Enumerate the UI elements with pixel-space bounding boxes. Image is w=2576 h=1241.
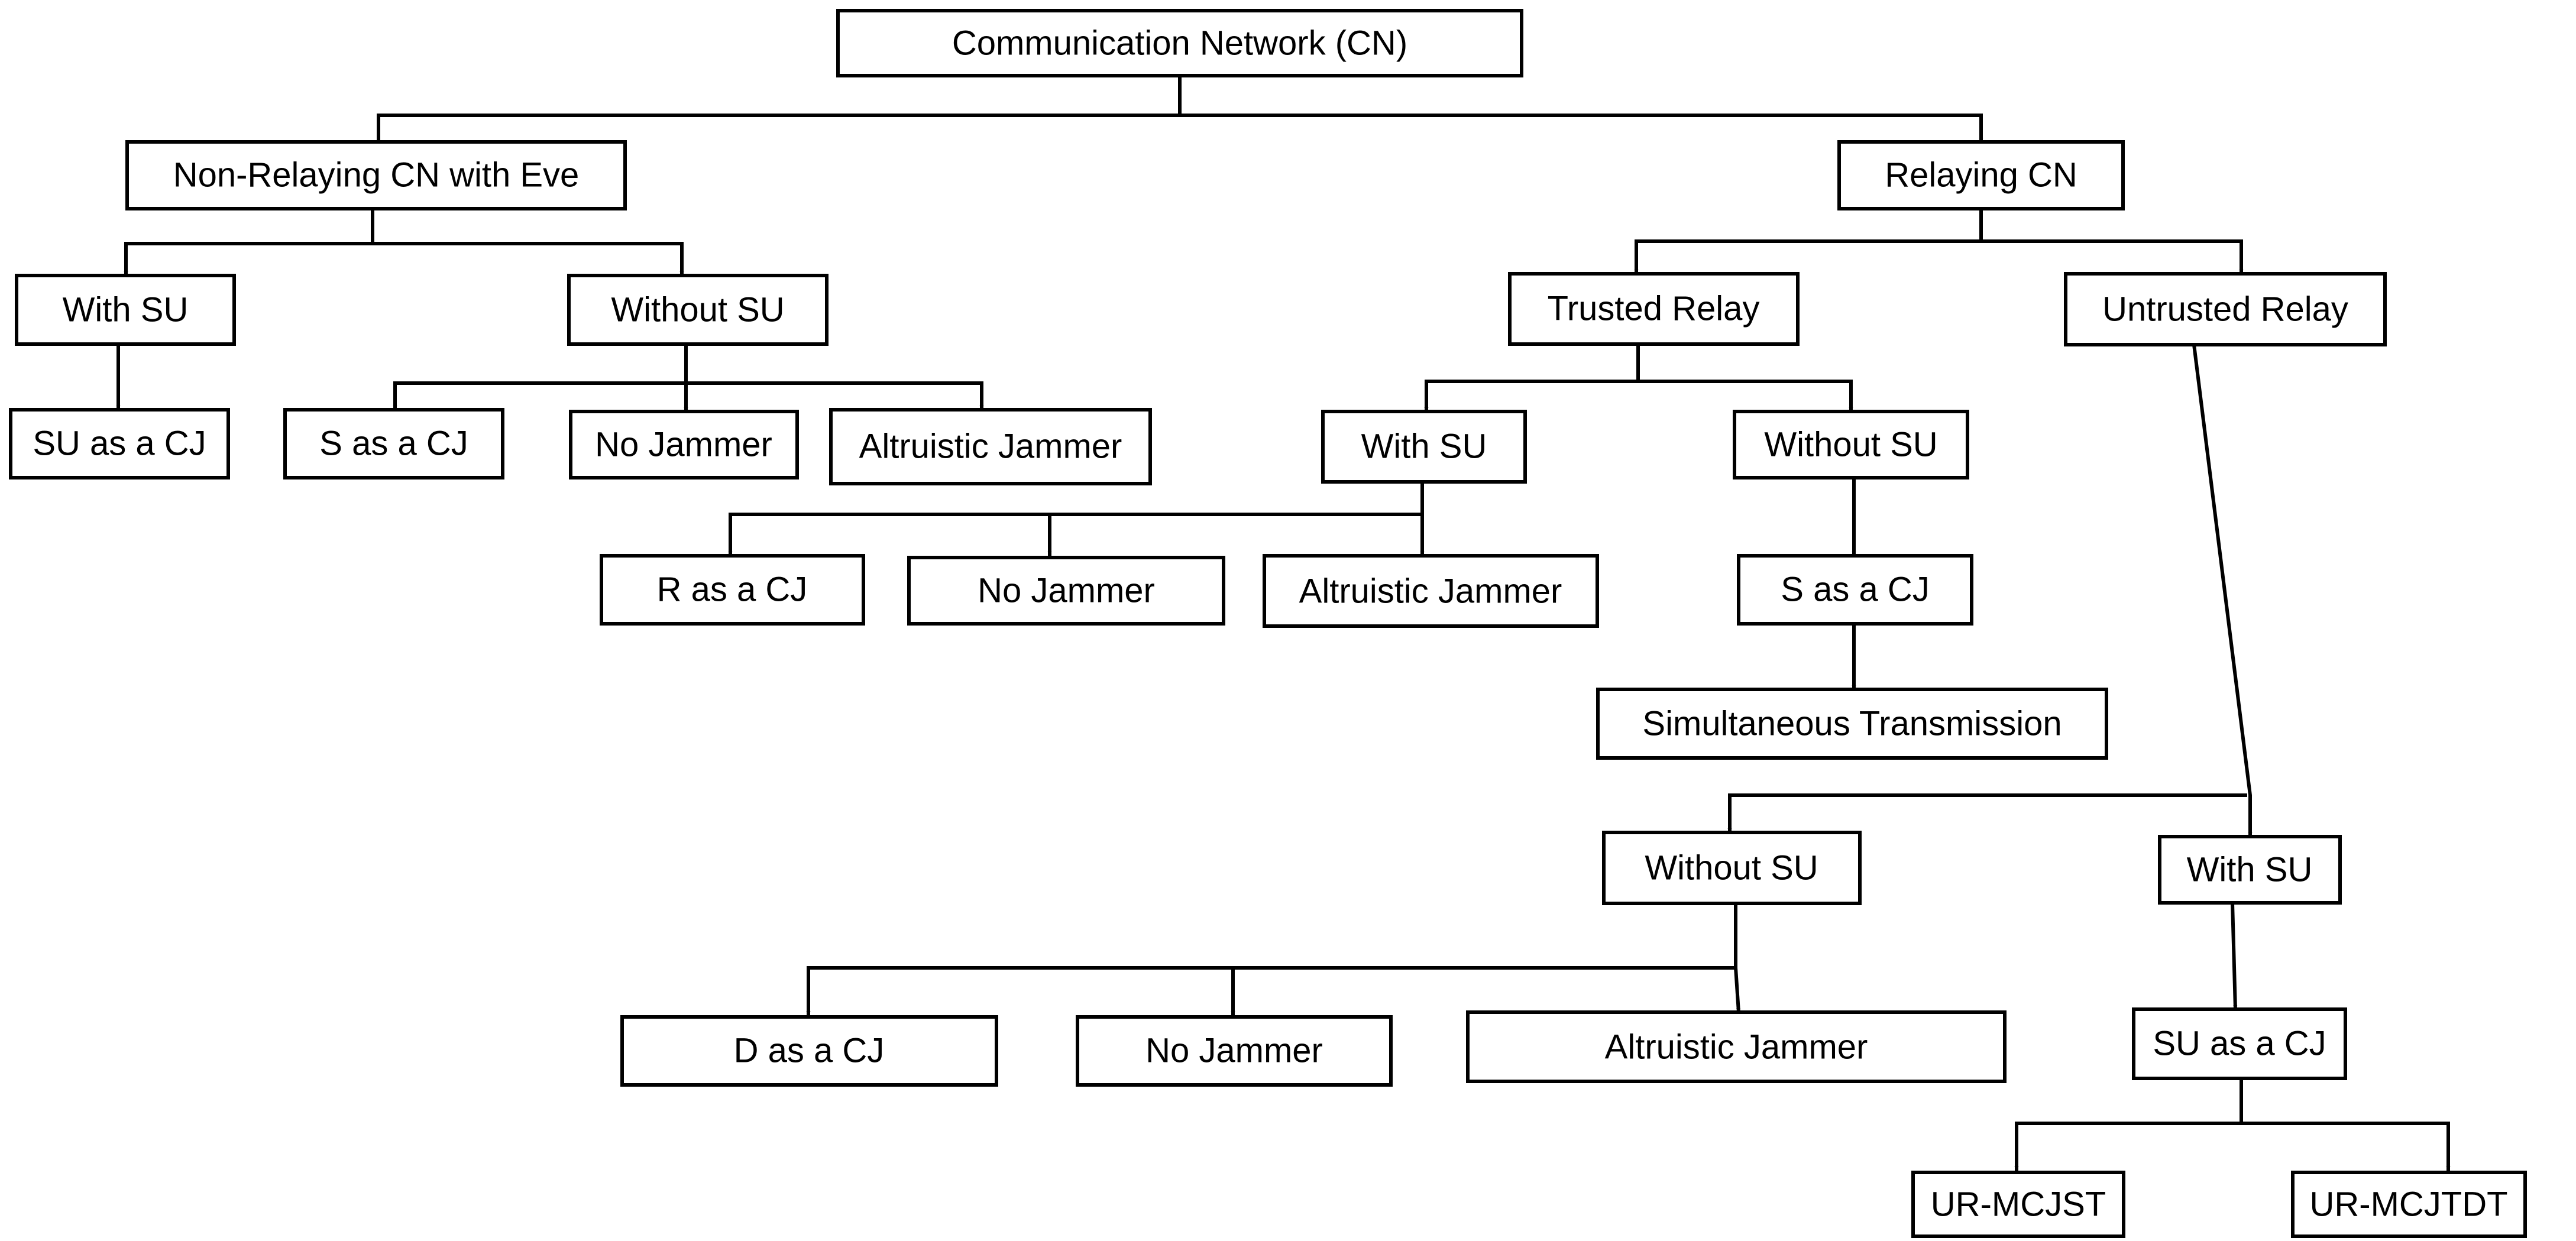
node-ur-no-jammer: No Jammer <box>1076 1015 1393 1087</box>
node-nr-without-su: Without SU <box>567 274 829 346</box>
node-label: D as a CJ <box>734 1032 885 1070</box>
connector-ur-with-su-to-su-cj <box>2231 902 2238 1010</box>
connector-nrcn-to-without-su <box>373 242 684 276</box>
node-label: Simultaneous Transmission <box>1642 705 2062 743</box>
node-nr-altruistic-jammer: Altruistic Jammer <box>829 408 1152 485</box>
node-label: UR-MCJST <box>1931 1185 2106 1224</box>
node-ur-mcjst: UR-MCJST <box>1911 1171 2125 1238</box>
connector-tr-with-su-to-r-cj <box>728 482 1424 556</box>
node-nr-with-su: With SU <box>15 274 236 346</box>
connector-ur-su-cj-to-mcjtdt <box>2241 1122 2451 1171</box>
nodes: Communication Network (CN) Non-Relaying … <box>9 9 2527 1238</box>
node-communication-network: Communication Network (CN) <box>836 9 1523 77</box>
connector-trusted-to-without-su <box>1638 380 1853 411</box>
node-label: SU as a CJ <box>33 425 206 463</box>
node-trusted-relay: Trusted Relay <box>1508 272 1800 346</box>
node-ur-with-su: With SU <box>2158 835 2342 905</box>
node-label: Relaying CN <box>1885 156 2077 195</box>
node-nr-su-as-cj: SU as a CJ <box>9 408 230 479</box>
node-label: SU as a CJ <box>2153 1025 2326 1063</box>
connector-trusted-to-with-su <box>1424 344 1640 411</box>
node-label: Untrusted Relay <box>2102 290 2348 329</box>
node-label: Altruistic Jammer <box>859 427 1122 466</box>
node-untrusted-relay: Untrusted Relay <box>2064 272 2387 346</box>
connector-untrusted-to-without-su <box>1727 793 2247 832</box>
connector-ur-without-su-to-d-cj <box>806 903 1737 1015</box>
node-label: Without SU <box>1764 426 1937 464</box>
node-label: Without SU <box>611 291 784 329</box>
node-label: S as a CJ <box>319 425 468 463</box>
node-nr-s-as-cj: S as a CJ <box>283 408 504 479</box>
node-label: Altruistic Jammer <box>1605 1028 1868 1067</box>
connector-rcn-to-trusted <box>1634 209 1983 274</box>
node-label: Without SU <box>1645 849 1818 887</box>
node-non-relaying-cn: Non-Relaying CN with Eve <box>125 140 627 210</box>
node-ur-d-as-cj: D as a CJ <box>620 1015 998 1087</box>
node-nr-no-jammer: No Jammer <box>569 410 799 479</box>
node-tr-no-jammer: No Jammer <box>907 556 1225 626</box>
connector-nrcn-to-with-su <box>124 209 374 276</box>
node-label: Communication Network (CN) <box>952 24 1407 63</box>
node-tr-without-su: Without SU <box>1733 410 1969 479</box>
connector-untrusted-to-with-su <box>2192 344 2253 837</box>
connector-ur-su-cj-to-mcjst <box>2014 1078 2243 1171</box>
node-label: Altruistic Jammer <box>1299 572 1562 611</box>
node-label: No Jammer <box>595 426 772 464</box>
node-tr-altruistic-jammer: Altruistic Jammer <box>1263 554 1599 628</box>
connector-cn-to-rcn <box>1180 114 1983 142</box>
node-label: No Jammer <box>1145 1032 1323 1070</box>
node-ur-mcjtdt: UR-MCJTDT <box>2291 1171 2527 1238</box>
connector-nr-without-su-to-alt-jammer <box>686 381 984 410</box>
connector-rcn-to-untrusted <box>1981 239 2244 274</box>
node-ur-without-su: Without SU <box>1602 831 1862 905</box>
node-label: UR-MCJTDT <box>2309 1185 2507 1224</box>
connector-ur-without-su-to-alt-jammer <box>1734 967 1741 1013</box>
connector-cn-to-nrcn <box>376 76 1182 147</box>
node-tr-r-as-cj: R as a CJ <box>600 554 865 626</box>
node-ur-su-as-cj: SU as a CJ <box>2132 1007 2347 1080</box>
node-relaying-cn: Relaying CN <box>1837 140 2125 210</box>
connector-nr-without-su-to-s-cj <box>393 344 688 410</box>
node-tr-simultaneous-transmission: Simultaneous Transmission <box>1596 688 2108 760</box>
node-ur-altruistic-jammer: Altruistic Jammer <box>1466 1010 2007 1083</box>
node-tr-with-su: With SU <box>1321 410 1527 484</box>
node-tr-s-as-cj: S as a CJ <box>1737 554 1973 626</box>
node-label: S as a CJ <box>1781 571 1929 609</box>
node-label: With SU <box>63 291 189 329</box>
node-label: Non-Relaying CN with Eve <box>173 156 580 195</box>
node-label: With SU <box>1361 427 1487 466</box>
node-label: R as a CJ <box>657 571 808 609</box>
connectors <box>116 76 2451 1171</box>
node-label: With SU <box>2187 851 2313 889</box>
node-label: Trusted Relay <box>1548 290 1760 328</box>
node-label: No Jammer <box>978 572 1155 610</box>
